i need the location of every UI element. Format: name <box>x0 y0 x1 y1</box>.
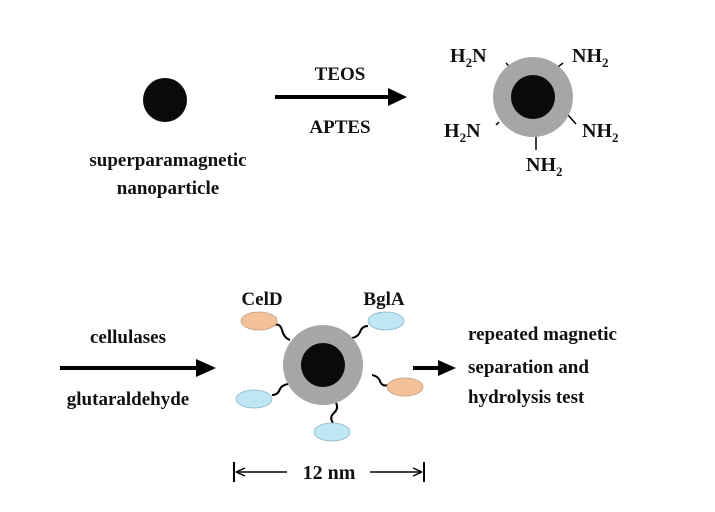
scale-bar: 12 nm <box>233 462 425 484</box>
result-line-2: separation and <box>468 357 589 378</box>
celd-enzyme <box>386 377 424 397</box>
arrow-step3 <box>413 360 456 376</box>
magnetic-core <box>301 343 345 387</box>
arrow-step2 <box>60 359 216 377</box>
bare-nanoparticle <box>143 78 187 122</box>
amine-group: H2N <box>444 120 481 145</box>
magnetic-core <box>511 75 555 119</box>
amine-group: NH2 <box>582 120 619 145</box>
reagent-aptes: APTES <box>309 117 370 138</box>
nanoparticle-label-1: superparamagnetic <box>89 150 246 171</box>
bgla-enzyme <box>235 389 273 409</box>
reagent-teos: TEOS <box>315 64 366 85</box>
amine-functionalized-particle: H2N NH2 H2N NH2 NH2 <box>444 45 619 179</box>
enzyme-label-bgla: BglA <box>363 289 404 310</box>
bgla-enzyme <box>313 422 351 442</box>
amine-group: H2N <box>450 45 487 70</box>
amine-group: NH2 <box>572 45 609 70</box>
amine-group: NH2 <box>526 154 563 179</box>
reagent-glutaraldehyde: glutaraldehyde <box>67 389 189 410</box>
result-line-1: repeated magnetic <box>468 324 617 345</box>
enzyme-immobilized-particle <box>235 311 424 442</box>
celd-enzyme <box>240 311 278 331</box>
result-line-3: hydrolysis test <box>468 387 585 408</box>
bgla-enzyme <box>367 311 405 331</box>
scale-label: 12 nm <box>303 462 356 484</box>
enzyme-label-celd: CelD <box>241 289 282 310</box>
arrow-step1 <box>275 88 407 106</box>
nanoparticle-label-2: nanoparticle <box>117 178 219 199</box>
reagent-cellulases: cellulases <box>90 327 166 348</box>
